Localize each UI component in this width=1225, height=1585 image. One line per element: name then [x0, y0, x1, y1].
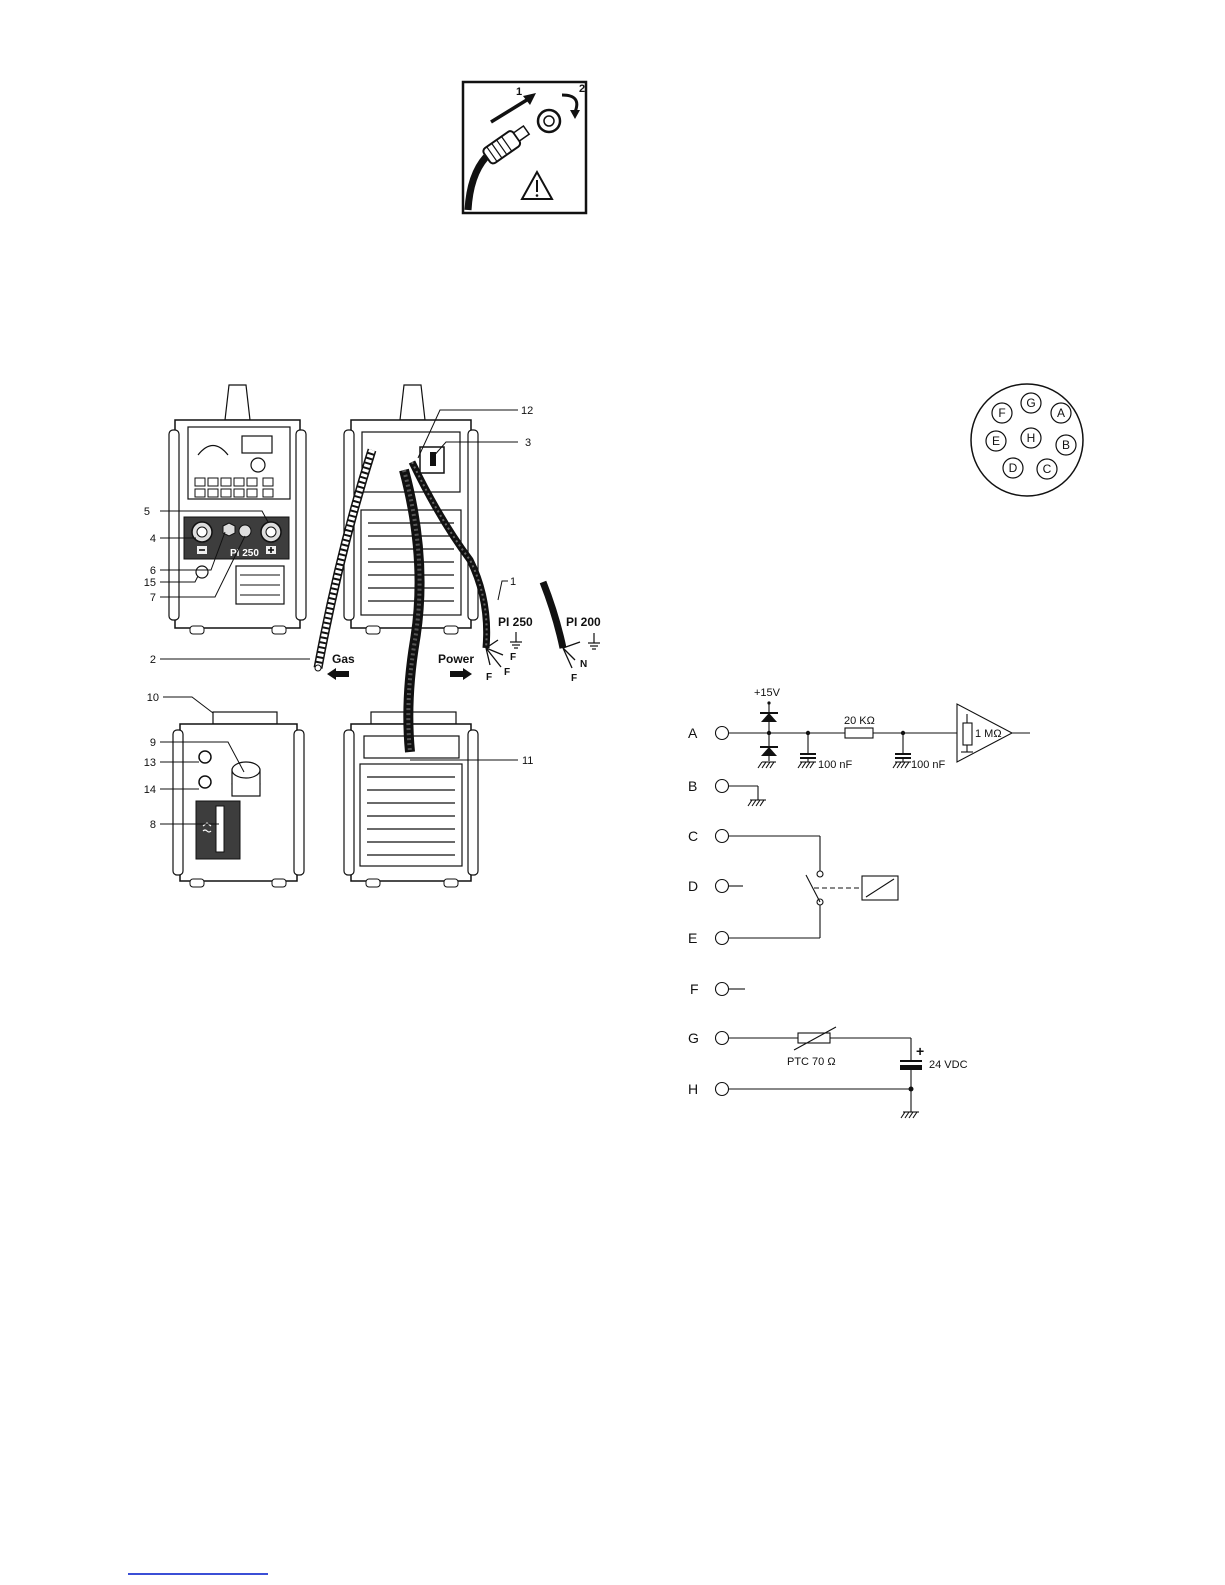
display — [242, 436, 272, 453]
callout-3: 3 — [525, 437, 531, 449]
callout-9: 9 — [150, 737, 156, 749]
callout-12: 12 — [521, 405, 533, 417]
pin-terminal-d — [716, 880, 729, 893]
pin-terminal-h — [716, 1083, 729, 1096]
gas-arrow-icon — [327, 668, 349, 680]
supply-label: +15V — [754, 687, 781, 699]
diode-upper-icon — [761, 713, 777, 722]
amp-resistor-icon — [963, 723, 972, 745]
remote-connector — [239, 525, 251, 537]
callout-15: 15 — [144, 577, 156, 589]
pin-label-f: F — [690, 981, 699, 997]
pin-terminal-e — [716, 932, 729, 945]
callout-11: 11 — [522, 755, 533, 767]
pin-label-a: A — [688, 725, 698, 741]
pin-label-g: G — [688, 1030, 699, 1046]
callout-10: 10 — [147, 692, 159, 704]
capacitor-2-label: 100 nF — [911, 759, 946, 771]
variant-pi250-label: PI 250 — [498, 615, 533, 629]
pin-terminal-g — [716, 1032, 729, 1045]
socket-face: F G A E H B D C — [971, 384, 1083, 496]
pin-terminal-c — [716, 830, 729, 843]
socket-pin-c: C — [1043, 462, 1052, 476]
pi250-wire-2: F — [504, 667, 510, 678]
power-cable-pi200 — [543, 582, 563, 648]
battery-plus-label: + — [916, 1043, 924, 1059]
pi200-wire-2: F — [571, 673, 577, 684]
callout-6: 6 — [150, 565, 156, 577]
power-arrow-icon — [450, 668, 472, 680]
socket-pin-b: B — [1062, 438, 1070, 452]
callout-4: 4 — [150, 533, 156, 545]
variant-pi200-label: PI 200 — [566, 615, 601, 629]
amp-resistor-label: 1 MΩ — [975, 728, 1002, 740]
pin-terminal-f — [716, 983, 729, 996]
gas-label: Gas — [332, 652, 355, 666]
pin-terminal-a — [716, 727, 729, 740]
schematic: A B C D E F G H +15V — [688, 687, 1030, 1118]
ptc-label: PTC 70 Ω — [787, 1056, 836, 1068]
ptc-thermistor-icon — [798, 1033, 830, 1043]
step-1-label: 1 — [516, 86, 522, 98]
pin-label-b: B — [688, 778, 697, 794]
capacitor-1-label: 100 nF — [818, 759, 853, 771]
socket-pin-a: A — [1057, 406, 1065, 420]
callout-7: 7 — [150, 592, 156, 604]
power-label: Power — [438, 652, 474, 666]
callout-2: 2 — [150, 654, 156, 666]
socket-pin-f: F — [998, 406, 1005, 420]
handle — [225, 385, 250, 420]
diode-lower-icon — [761, 747, 777, 756]
socket-pin-e: E — [992, 434, 1000, 448]
pi200-wire-1: N — [580, 659, 587, 670]
machine-figure: PI 250 — [144, 385, 601, 887]
pi250-wire-1: F — [510, 652, 516, 663]
battery-label: 24 VDC — [929, 1059, 968, 1071]
callout-8: 8 — [150, 819, 156, 831]
callout-14: 14 — [144, 784, 156, 796]
pin-label-e: E — [688, 930, 697, 946]
cooling-unit-front-view — [173, 712, 304, 887]
control-panel — [188, 427, 290, 499]
pin-label-c: C — [688, 828, 698, 844]
callout-5: 5 — [144, 506, 150, 518]
callout-1: 1 — [510, 576, 516, 588]
callout-13: 13 — [144, 757, 156, 769]
pin-terminal-b — [716, 780, 729, 793]
gas-connector — [223, 523, 235, 536]
socket-pin-d: D — [1009, 461, 1018, 475]
socket-pin-g: G — [1026, 396, 1035, 410]
resistor-20k-label: 20 KΩ — [844, 715, 875, 727]
resistor-20k — [845, 728, 873, 738]
main-knob — [251, 458, 265, 472]
footer-link-underline — [128, 1573, 268, 1575]
coolant-connector-1 — [199, 751, 211, 763]
pi250-wire-3: F — [486, 672, 492, 683]
coolant-connector-2 — [199, 776, 211, 788]
connector-warning-figure: 1 2 — [463, 82, 586, 213]
pin-label-d: D — [688, 878, 698, 894]
step-2-label: 2 — [579, 83, 585, 95]
socket-pin-h: H — [1027, 431, 1036, 445]
pin-label-h: H — [688, 1081, 698, 1097]
